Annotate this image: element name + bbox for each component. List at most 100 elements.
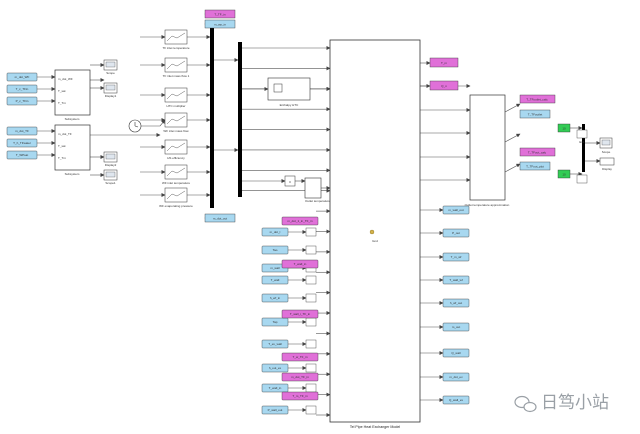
display-d1[interactable]: Scope xyxy=(103,59,118,75)
subsystem-2[interactable]: m_dot_TF T_sat T_Tm Subsystem xyxy=(54,124,91,176)
goto-left-pink-2[interactable]: T_wall_i_TF_in xyxy=(281,309,319,319)
goto-right-blue-9[interactable]: h_wf_out xyxy=(442,298,470,308)
display-d3[interactable]: Display2 xyxy=(103,151,118,167)
goto-pink-right-1[interactable]: T_m xyxy=(429,57,459,68)
converter-block-7[interactable] xyxy=(305,363,317,373)
goto-top-1[interactable]: T_TF_in xyxy=(204,9,236,19)
converter-block-1[interactable] xyxy=(305,245,317,255)
goto-left-blue-8[interactable]: T_wall_in xyxy=(261,383,289,393)
subsystem-1[interactable]: m_dot_WF T_sat T_Tm Subsystem xyxy=(54,69,91,121)
lookup-L3[interactable]: HTC multiplier xyxy=(164,87,188,108)
goto-left-pink-1[interactable]: T_wall_in xyxy=(281,259,319,269)
goto-left-blue-5[interactable]: Tap xyxy=(261,317,289,327)
goto-left-pink-4[interactable]: m_dot_TF_in xyxy=(281,372,319,382)
subsystem-1-caption: Subsystem xyxy=(65,117,80,121)
lookup-L4[interactable]: WF inlet mass flow xyxy=(163,112,189,133)
right-small-block[interactable]: Ex1 xyxy=(576,129,588,184)
clock-line xyxy=(141,119,166,127)
inport-i1[interactable]: m_dot_WF xyxy=(6,72,38,82)
clock-block[interactable] xyxy=(128,119,142,133)
goto-right-blue-10-label: m_out xyxy=(452,325,461,329)
goto-right-blue-6[interactable]: P_out xyxy=(442,228,470,238)
goto-right-blue-5[interactable]: m_wall_out xyxy=(442,205,470,215)
right-scope[interactable]: Scope xyxy=(599,137,613,154)
watermark: 日笃小站 xyxy=(514,393,609,413)
right-display-caption: Display xyxy=(602,167,612,171)
far-right-pink-2[interactable]: T_TFout_calc xyxy=(519,147,556,157)
goto-right-blue-12[interactable]: m_dot_ex xyxy=(442,372,470,382)
right-display[interactable]: Display xyxy=(599,157,615,171)
goto-right-blue-11[interactable]: Q_wall xyxy=(442,348,470,358)
mux-bar-2[interactable] xyxy=(238,42,242,197)
goto-left-blue-0-label: m_dot_l xyxy=(270,230,281,234)
goto-mid-label: m_dot_out xyxy=(213,217,227,221)
goto-left-pink-5[interactable]: T_m_TF_in xyxy=(281,391,319,401)
inport-i3[interactable]: P_c_TFin xyxy=(6,96,38,106)
goto-top-2-label: m_wp_in xyxy=(214,23,226,27)
goto-right-blue-8-label: T_wall_wf xyxy=(449,278,463,282)
inport-i2[interactable]: T_c_TFin xyxy=(6,84,38,94)
converter-block-5[interactable] xyxy=(305,317,317,327)
green-const-1[interactable]: 10 xyxy=(557,123,571,133)
goto-right-blue-13[interactable]: Q_wall_ex xyxy=(442,395,470,405)
inport-i4[interactable]: m_dot_TF xyxy=(6,126,38,136)
far-right-blue-1[interactable]: T_TFoutlet xyxy=(519,109,551,119)
goto-left-blue-3[interactable]: T_wall xyxy=(261,275,289,285)
goto-mid[interactable]: m_dot_out xyxy=(204,213,236,223)
product-block[interactable] xyxy=(304,177,322,199)
goto-pink-right-2[interactable]: Q_n xyxy=(429,80,459,91)
goto-right-blue-10[interactable]: m_out xyxy=(442,322,470,332)
goto-left-blue-0[interactable]: m_dot_l xyxy=(261,227,289,237)
lookup-L5-caption: HS efficiency xyxy=(167,156,185,160)
lookup-L3-caption: HTC multiplier xyxy=(166,104,185,108)
main-block-caption: Tel Pipe Heat Exchanger Model xyxy=(350,425,401,429)
goto-left-blue-7[interactable]: h_out_ex xyxy=(261,363,289,373)
far-right-pink-2-label: T_TFout_calc xyxy=(528,151,547,155)
inport-i5[interactable]: T_h_TFwater xyxy=(6,138,38,148)
converter-block-8[interactable] xyxy=(305,383,317,393)
goto-left-blue-6[interactable]: T_ex_wall xyxy=(261,339,289,349)
display-d2[interactable]: Display1 xyxy=(103,82,118,98)
ground-icon xyxy=(369,229,375,235)
goto-right-blue-7[interactable]: T_m_wf xyxy=(442,252,470,262)
converter-block-4[interactable] xyxy=(305,293,317,303)
goto-left-blue-1[interactable]: Tao xyxy=(261,245,289,255)
goto-left-pink-3[interactable]: T_w_TF_in xyxy=(281,352,319,362)
display-d4[interactable]: Scope1 xyxy=(103,169,118,185)
enthalpy-block[interactable]: Enthalpy HTC xyxy=(267,77,311,107)
inport-i2-label: T_c_TFin xyxy=(16,87,29,91)
green-const-2[interactable]: 10 xyxy=(557,169,571,179)
lookup-L6[interactable]: WF inlet temperature xyxy=(162,164,190,185)
goto-top-2[interactable]: m_wp_in xyxy=(204,19,236,29)
inport-i6[interactable]: T_WPsat xyxy=(6,150,38,160)
gain-block[interactable]: 0 xyxy=(284,175,296,187)
goto-left-blue-9[interactable]: P_wall_out xyxy=(261,405,289,415)
main-heat-exchanger-block[interactable]: Tel Pipe Heat Exchanger Model Gnd xyxy=(329,39,421,429)
mux-bar-3[interactable] xyxy=(582,124,585,172)
lookup-L2[interactable]: TF inlet mass flow 1 xyxy=(163,57,190,78)
product-caption: Outlet temperature xyxy=(305,199,330,203)
goto-right-blue-8[interactable]: T_wall_wf xyxy=(442,275,470,285)
goto-left-blue-4[interactable]: h_wf_in xyxy=(261,293,289,303)
goto-left-blue-8-label: T_wall_in xyxy=(269,386,282,390)
lookup-L1-caption: TF inlet temperature xyxy=(162,46,189,50)
goto-right-blue-11-label: Q_wall xyxy=(451,351,461,355)
approx-out-line-1 xyxy=(504,133,521,143)
outlet-temperature-approximation-block[interactable]: Outlet temperature approximation xyxy=(465,94,510,207)
approximation-caption: Outlet temperature approximation xyxy=(465,203,510,207)
far-right-pink-1[interactable]: T_TFoutlet_calc xyxy=(519,94,556,104)
lookup-L7[interactable]: WF evaporating pressure xyxy=(159,187,193,208)
far-right-blue-2[interactable]: T_TFout_plot xyxy=(519,161,551,171)
lookup-L1[interactable]: TF inlet temperature xyxy=(162,29,190,50)
enthalpy-caption: Enthalpy HTC xyxy=(280,103,300,107)
converter-block-3[interactable] xyxy=(305,275,317,285)
goto-left-pink-0[interactable]: m_dot_1_in_TF_in xyxy=(281,216,319,226)
lookup-L5[interactable]: HS efficiency xyxy=(164,139,188,160)
mux-bar-1[interactable] xyxy=(210,28,214,208)
converter-block-0[interactable] xyxy=(305,227,317,237)
converter-block-9[interactable] xyxy=(305,405,317,415)
converter-block-6[interactable] xyxy=(305,339,317,349)
inport-i4-label: m_dot_TF xyxy=(15,129,29,133)
goto-left-pink-3-label: T_w_TF_in xyxy=(292,355,307,359)
